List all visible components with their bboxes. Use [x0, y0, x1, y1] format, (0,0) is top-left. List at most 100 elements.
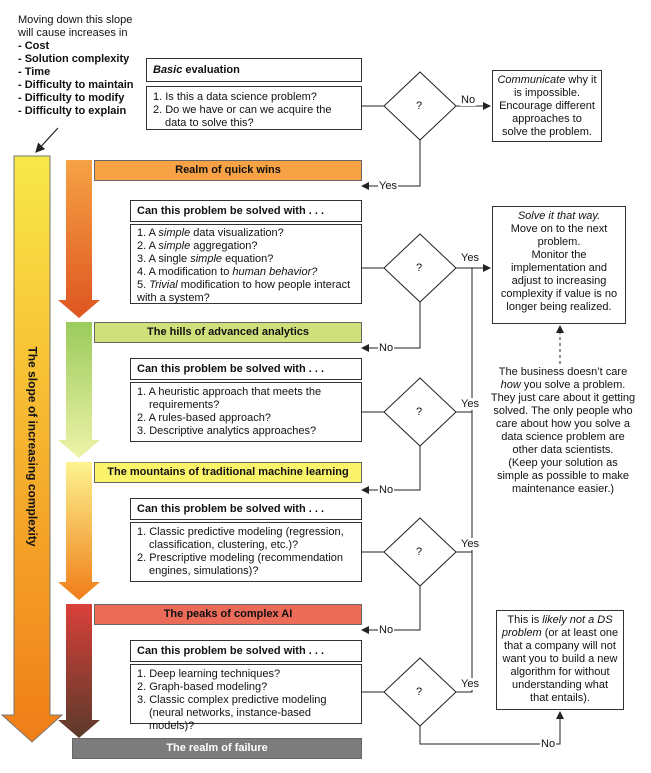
notds-text: This is [507, 614, 543, 626]
basic-q1: 1. Is this a data science problem? [153, 91, 317, 103]
hills-item: 2. A rules-based approach? [137, 412, 271, 424]
qi-em: Trivial [149, 279, 178, 291]
band-advanced-analytics: The hills of advanced analytics [94, 322, 362, 343]
ai-item: 3. Classic complex predictive modeling [137, 694, 327, 706]
slope-arrow [0, 155, 64, 743]
ai-item: 1. Deep learning techniques? [137, 668, 281, 680]
communicate-box: Communicate why it is impossible. Encour… [492, 70, 602, 142]
ml-item: 2. Prescriptive modeling (recommendation [137, 552, 344, 564]
diamond-q: ? [416, 100, 423, 112]
qi-em: simple [190, 253, 223, 265]
solve-line: implementation and [510, 262, 607, 274]
basic-em: Basic [153, 64, 183, 76]
qi: data visualization? [190, 227, 284, 239]
communicate-line: approaches to [512, 113, 582, 125]
band-quick-wins: Realm of quick wins [94, 160, 362, 181]
communicate-rest: why it [565, 74, 597, 86]
no-label: No [540, 738, 557, 750]
qi: aggregation? [190, 240, 258, 252]
basic-q2b: data to solve this? [165, 117, 254, 129]
business-line: other data scientists. [512, 444, 614, 456]
notds-line: that a company will not [504, 640, 616, 652]
qi: 3. A single [137, 253, 191, 265]
notds-text: (or at least one [541, 627, 619, 639]
business-line: (Keep your solution as [508, 457, 618, 469]
yes-label: Yes [460, 252, 480, 264]
qi: 1. A [137, 227, 159, 239]
business-note: The business doesn’t care how you solve … [480, 366, 646, 496]
intro-item: - Time [18, 66, 51, 78]
no-label: No [460, 94, 477, 106]
notds-line: understanding what [511, 679, 608, 691]
business-line: care about how you solve a [496, 418, 630, 430]
yes-label: Yes [460, 678, 480, 690]
qi-em: human behavior? [232, 266, 318, 278]
solve-line: Move on to the next [510, 223, 608, 235]
yes-label: Yes [378, 180, 398, 192]
qi: modification to how people interact [177, 279, 351, 291]
business-line: simple as possible to make [496, 470, 630, 482]
basic-q2: 2. Do we have or can we acquire the [153, 104, 332, 116]
slope-label: The slope of increasing complexity [25, 346, 40, 547]
ml-item: 1. Classic predictive modeling (regressi… [137, 526, 344, 538]
hills-list: 1. A heuristic approach that meets the r… [130, 382, 362, 442]
diamond-q: ? [416, 406, 423, 418]
notds-em: likely not a DS [542, 614, 613, 626]
hills-arrow [58, 322, 100, 458]
business-line: They just care about it getting [490, 392, 636, 404]
intro-item: - Cost [18, 40, 50, 52]
solve-box: Solve it that way. Move on to the next p… [492, 206, 626, 324]
ml-item: engines, simulations)? [149, 565, 259, 577]
no-label: No [378, 342, 395, 354]
hills-item: requirements? [149, 399, 220, 411]
intro-item: - Difficulty to explain [18, 105, 127, 117]
intro-line: will cause increases in [18, 27, 128, 39]
peaks-arrow [58, 604, 100, 738]
business-em: how [500, 379, 521, 391]
qi: 2. A [137, 240, 159, 252]
band-traditional-ml: The mountains of traditional machine lea… [94, 462, 362, 483]
communicate-line: Encourage different [499, 100, 595, 112]
no-label: No [378, 484, 395, 496]
basic-evaluation-questions: 1. Is this a data science problem? 2. Do… [146, 86, 362, 130]
basic-evaluation-title: Basic evaluation [146, 58, 362, 82]
quick-header: Can this problem be solved with . . . [130, 200, 362, 222]
intro-item: - Difficulty to maintain [18, 79, 134, 91]
qi: 5. [137, 279, 150, 291]
solve-line: longer being realized. [506, 301, 612, 313]
diamond-q: ? [416, 686, 423, 698]
intro-item: - Solution complexity [18, 53, 130, 65]
hills-item: 1. A heuristic approach that meets the [137, 386, 322, 398]
ai-header: Can this problem be solved with . . . [130, 640, 362, 662]
yes-label: Yes [460, 398, 480, 410]
diamond-q: ? [416, 546, 423, 558]
qi-em: simple [158, 227, 191, 239]
hills-header: Can this problem be solved with . . . [130, 358, 362, 380]
ai-item: (neural networks, instance-based models)… [149, 707, 312, 732]
communicate-em: Communicate [497, 74, 566, 86]
ml-list: 1. Classic predictive modeling (regressi… [130, 522, 362, 582]
notds-em: problem [501, 627, 542, 639]
business-line: The business doesn’t care [498, 366, 628, 378]
intro-arrow [35, 127, 59, 153]
band-complex-ai: The peaks of complex AI [94, 604, 362, 625]
solve-line: adjust to increasing [511, 275, 607, 287]
solve-line: problem. [537, 236, 581, 248]
business-line: data science problem are [501, 431, 625, 443]
solve-line: Monitor the [531, 249, 587, 261]
communicate-line: is impossible. [513, 87, 581, 99]
notds-line: that entails). [530, 692, 590, 704]
qi-em: simple [158, 240, 191, 252]
intro-item: - Difficulty to modify [18, 92, 125, 104]
business-line: solved. The only people who [493, 405, 633, 417]
intro-text: Moving down this slope will cause increa… [18, 14, 134, 118]
notds-line: want you to build a new [502, 653, 618, 665]
ai-list: 1. Deep learning techniques? 2. Graph-ba… [130, 664, 362, 732]
qi: with a system? [137, 292, 210, 304]
no-label: No [378, 624, 395, 636]
solve-line: complexity if value is no [500, 288, 618, 300]
intro-line: Moving down this slope [18, 14, 133, 26]
mountains-arrow [58, 462, 100, 600]
